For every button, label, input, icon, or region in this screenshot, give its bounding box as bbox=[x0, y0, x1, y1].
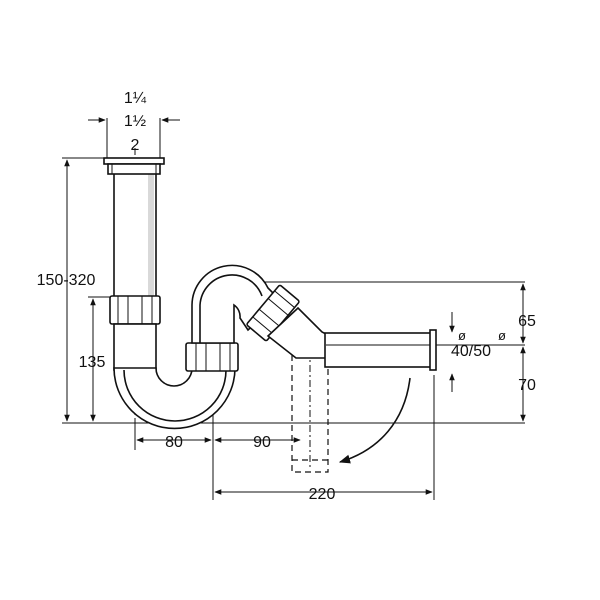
diameter-symbol-2: ø bbox=[498, 328, 506, 343]
outlet-pipe bbox=[266, 306, 437, 371]
width-220-label: 220 bbox=[309, 486, 336, 503]
rotation-arrow bbox=[338, 377, 411, 464]
u-bend bbox=[113, 323, 236, 430]
angled-nut bbox=[246, 284, 300, 342]
inlet-nut bbox=[109, 295, 161, 325]
outlet-size-1-label: 1¼ bbox=[124, 90, 147, 107]
offset-top-label: 65 bbox=[518, 313, 536, 330]
dimension-lines bbox=[64, 117, 526, 495]
return-bend bbox=[191, 264, 282, 344]
width-80-label: 80 bbox=[165, 434, 183, 451]
height-lower-label: 135 bbox=[79, 354, 106, 371]
height-range-label: 150-320 bbox=[37, 272, 96, 289]
outlet-size-2-label: 1½ bbox=[124, 113, 146, 130]
width-90-label: 90 bbox=[253, 434, 271, 451]
outlet-size-3-label: 2 bbox=[131, 137, 140, 154]
inlet-pipe bbox=[103, 157, 165, 303]
middle-nut bbox=[185, 342, 239, 372]
diameter-values-label: 40/50 bbox=[451, 343, 491, 360]
alternate-outlet bbox=[291, 355, 329, 473]
offset-bottom-label: 70 bbox=[518, 377, 536, 394]
diameter-symbol-1: ø bbox=[458, 328, 466, 343]
